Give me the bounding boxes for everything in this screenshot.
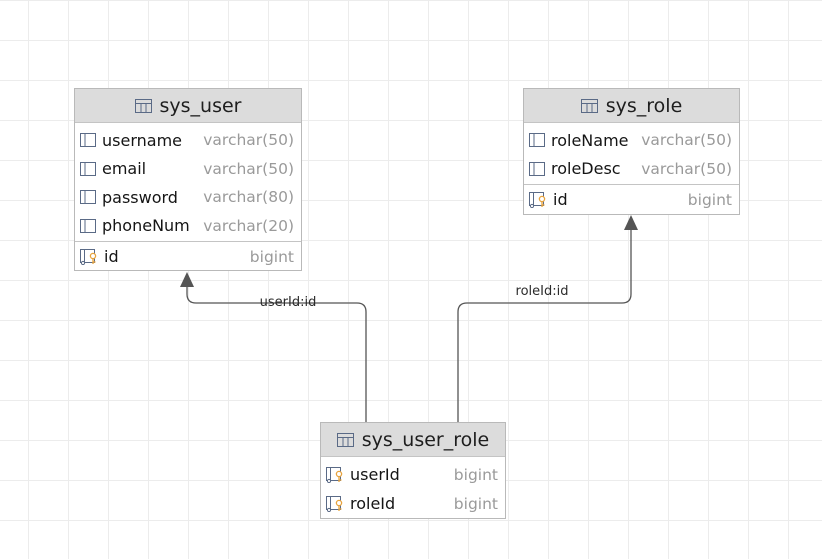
foreign-key-icon xyxy=(326,466,344,483)
relation-label-user: userId:id xyxy=(259,295,317,310)
key-row[interactable]: id bigint xyxy=(75,242,301,271)
key-name: roleId xyxy=(350,494,396,513)
column-type: varchar(50) xyxy=(203,131,294,150)
column-name: phoneNum xyxy=(102,216,190,236)
table-icon xyxy=(580,98,598,113)
column-type: varchar(80) xyxy=(203,188,294,207)
key-type: bigint xyxy=(249,247,294,266)
table-icon xyxy=(336,432,354,447)
column-type: varchar(50) xyxy=(641,159,732,178)
primary-key-icon xyxy=(80,248,98,265)
column-type: varchar(50) xyxy=(641,131,732,150)
section-divider: id bigint xyxy=(75,241,301,271)
relation-label-role: roleId:id xyxy=(515,284,569,299)
column-name: username xyxy=(102,130,182,150)
column-icon xyxy=(80,218,96,233)
column-icon xyxy=(529,133,545,148)
column-row[interactable]: username varchar(50) xyxy=(75,126,301,155)
column-row[interactable]: phoneNum varchar(20) xyxy=(75,212,301,241)
column-name: roleName xyxy=(551,130,629,150)
key-type: bigint xyxy=(453,465,498,484)
table-header[interactable]: sys_role xyxy=(524,89,739,123)
table-sys-user[interactable]: sys_user username varchar(50) email varc… xyxy=(74,88,302,271)
column-name: email xyxy=(102,159,147,179)
column-row[interactable]: roleDesc varchar(50) xyxy=(524,155,739,184)
table-title: sys_user xyxy=(159,94,242,117)
key-type: bigint xyxy=(687,190,732,209)
column-icon xyxy=(80,133,96,148)
table-sys-user-role[interactable]: sys_user_role userId bigint roleId bigin… xyxy=(320,422,506,519)
key-name: id xyxy=(553,190,568,209)
column-row[interactable]: password varchar(80) xyxy=(75,183,301,212)
column-icon xyxy=(80,161,96,176)
key-type: bigint xyxy=(453,494,498,513)
key-name: userId xyxy=(350,465,400,484)
key-name: id xyxy=(104,247,119,266)
arrowhead-role xyxy=(624,215,638,230)
column-name: roleDesc xyxy=(551,159,621,179)
arrowhead-user xyxy=(180,272,194,287)
column-type: varchar(20) xyxy=(203,216,294,235)
key-row[interactable]: roleId bigint xyxy=(321,489,505,518)
table-title: sys_user_role xyxy=(361,428,490,451)
column-type: varchar(50) xyxy=(203,159,294,178)
primary-key-icon xyxy=(529,191,547,208)
table-sys-role[interactable]: sys_role roleName varchar(50) roleDesc v… xyxy=(523,88,740,215)
key-row[interactable]: id bigint xyxy=(524,185,739,214)
column-row[interactable]: roleName varchar(50) xyxy=(524,126,739,155)
column-icon xyxy=(80,190,96,205)
column-icon xyxy=(529,161,545,176)
table-header[interactable]: sys_user_role xyxy=(321,423,505,457)
foreign-key-icon xyxy=(326,495,344,512)
table-header[interactable]: sys_user xyxy=(75,89,301,123)
section-divider: id bigint xyxy=(524,184,739,214)
table-icon xyxy=(134,98,152,113)
key-row[interactable]: userId bigint xyxy=(321,460,505,489)
table-title: sys_role xyxy=(605,94,683,117)
relation-line-role[interactable] xyxy=(457,229,632,422)
column-row[interactable]: email varchar(50) xyxy=(75,155,301,184)
column-name: password xyxy=(102,187,178,207)
